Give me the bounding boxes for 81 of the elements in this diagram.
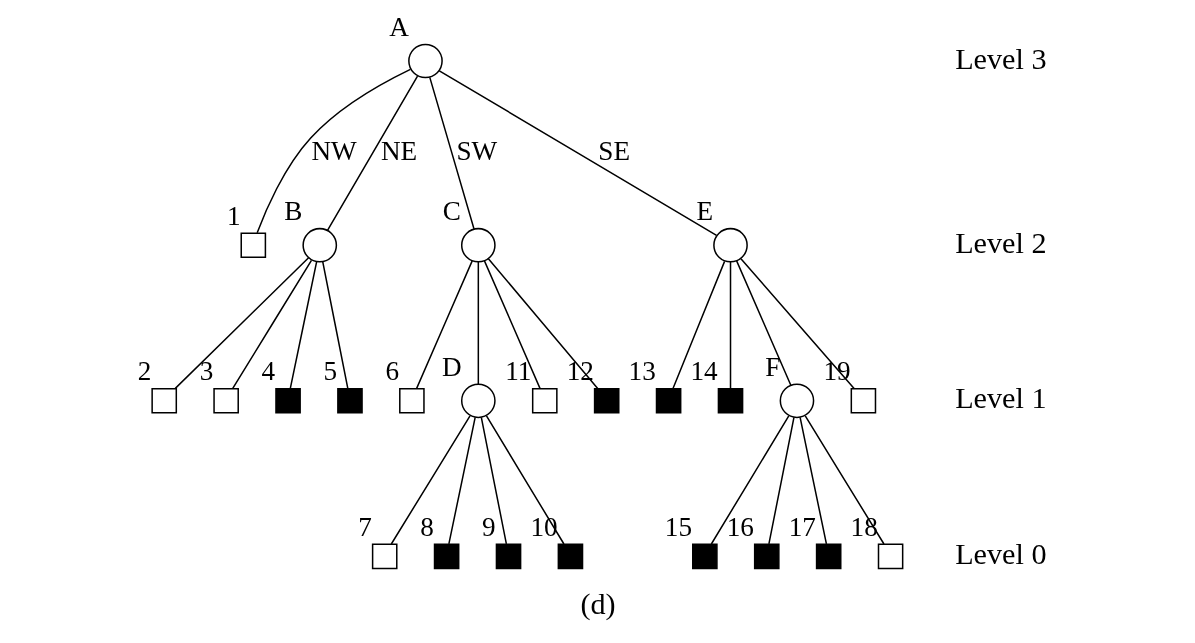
node-label: 2 [137, 356, 151, 387]
connector [447, 416, 476, 545]
connector [767, 416, 795, 545]
node-box [495, 543, 521, 570]
connector [485, 415, 565, 545]
node-label: B [283, 196, 302, 227]
node-circle [779, 383, 814, 419]
connector [321, 261, 349, 390]
edge-label: SW [455, 135, 497, 166]
node-box [850, 387, 876, 414]
node-label: 6 [384, 356, 399, 387]
connector [289, 261, 317, 390]
caption: (d) [579, 586, 616, 621]
node-box [150, 387, 177, 414]
connector [231, 259, 312, 390]
connector [487, 257, 598, 390]
node-box [691, 543, 718, 570]
node-box [371, 543, 398, 570]
node-label: 13 [628, 356, 656, 387]
node-box [717, 387, 743, 414]
node-circle [712, 227, 748, 263]
node-box [593, 387, 619, 414]
label: Level 1 [954, 381, 1046, 416]
node-label: 5 [323, 356, 337, 387]
node-label: 10 [529, 511, 558, 542]
edge-label: NW [310, 135, 357, 166]
label: Level 0 [954, 536, 1046, 571]
node-box [531, 387, 558, 414]
node-circle [460, 383, 496, 419]
node-label: 16 [726, 511, 754, 542]
edge-label: NE [380, 135, 417, 166]
connector [804, 415, 885, 545]
node-label: 14 [690, 356, 718, 387]
node-label: 8 [419, 511, 434, 542]
node-label: 15 [664, 511, 692, 542]
node-box [877, 543, 903, 570]
node-label: 3 [199, 356, 213, 387]
connector [739, 257, 855, 390]
connector [326, 75, 418, 232]
node-box [274, 387, 301, 414]
connector [438, 70, 717, 237]
label: Level 3 [954, 41, 1046, 76]
connector [174, 256, 309, 390]
node-box [398, 387, 425, 414]
node-label: D [441, 351, 462, 382]
connector [480, 416, 507, 545]
edge-label: SE [597, 135, 630, 166]
connector [390, 415, 471, 545]
connector [671, 260, 725, 390]
node-label: E [696, 196, 713, 227]
node-label: C [442, 196, 461, 227]
node-box [336, 387, 363, 414]
node-label: 7 [357, 511, 372, 542]
node-box [433, 543, 459, 570]
node-label: 11 [504, 356, 531, 387]
node-box [557, 543, 583, 570]
connector [798, 416, 827, 545]
connector [483, 260, 541, 390]
node-label: 9 [481, 511, 496, 542]
node-box [655, 387, 681, 414]
connector [710, 415, 790, 545]
node-label: A [388, 11, 409, 42]
node-label: 17 [788, 511, 816, 542]
connector [735, 260, 792, 386]
node-circle [407, 43, 443, 79]
node-box [212, 387, 239, 414]
connector [477, 261, 479, 385]
node-box [753, 543, 780, 570]
label: Level 2 [954, 225, 1046, 260]
connector [255, 68, 411, 234]
node-circle [301, 227, 337, 263]
connector [428, 76, 475, 230]
node-label: 4 [261, 356, 275, 387]
node-label: F [764, 351, 780, 382]
node-box [240, 232, 266, 259]
node-circle [460, 227, 496, 263]
node-label: 18 [850, 511, 878, 542]
connector [415, 260, 473, 390]
node-box [815, 543, 841, 570]
connector [729, 261, 731, 390]
node-label: 1 [226, 200, 240, 231]
